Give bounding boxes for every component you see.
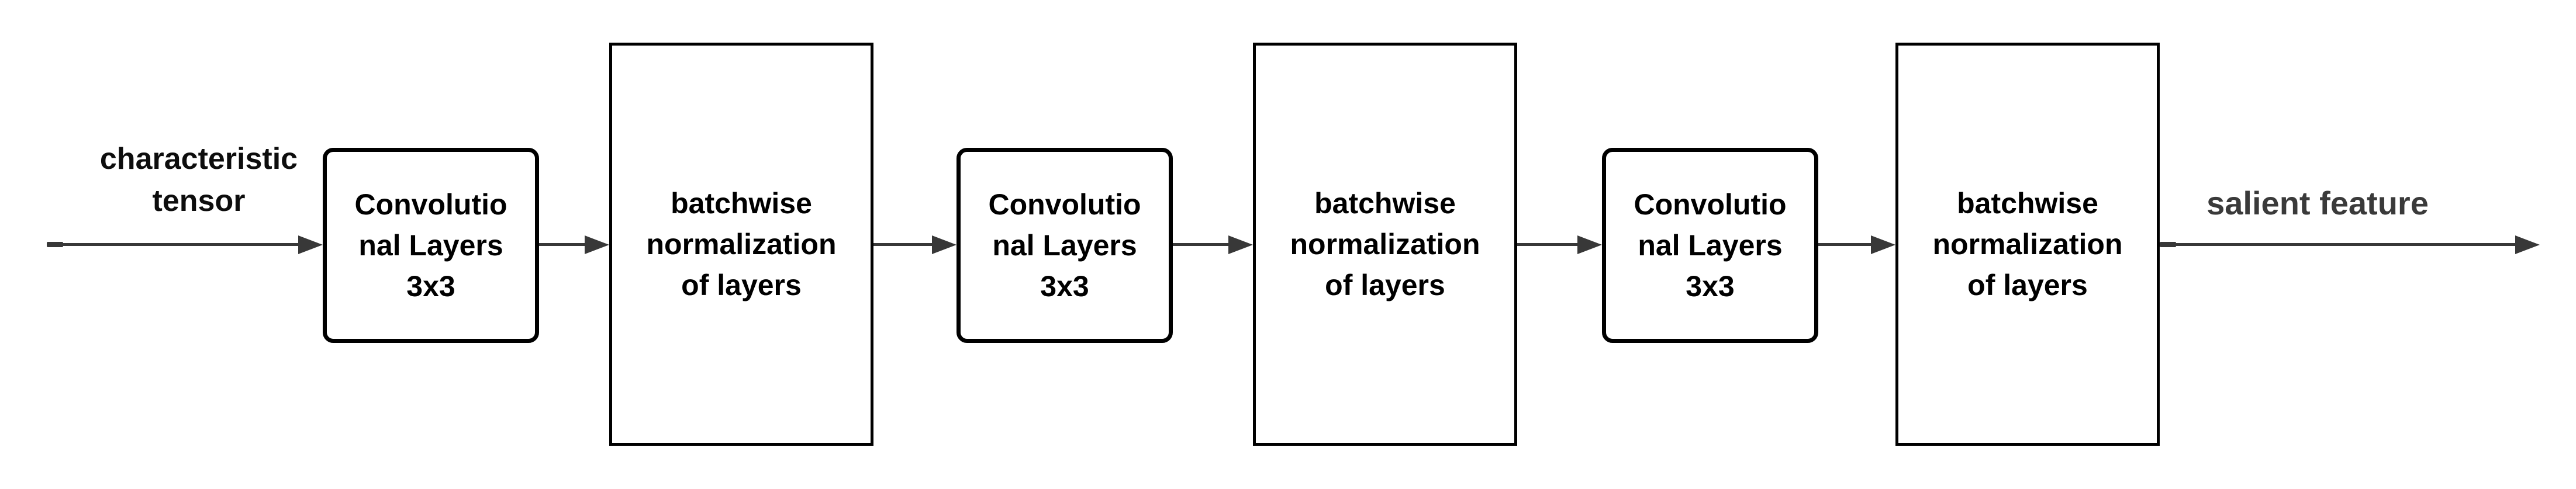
arrow-shaft [47,243,302,246]
arrow-shaft [2160,243,2519,246]
arrowhead-icon [932,235,956,254]
arrow-shaft [1818,243,1874,246]
input-label: characteristic tensor [99,142,298,218]
arrow-shaft [1173,243,1232,246]
connector-arrow-1 [539,235,609,254]
connector-arrow-4 [1517,235,1602,254]
node-label: batchwise normalization of layers [1932,187,2123,301]
arrowhead-icon [298,235,323,254]
arrowhead-icon [585,235,609,254]
connector-arrow-3 [1173,235,1253,254]
arrow-shaft [1517,243,1581,246]
arrow-shaft [873,243,935,246]
node-convolution-2: Convolutio nal Layers 3x3 [956,148,1173,343]
node-batchnorm-2: batchwise normalization of layers [1253,43,1517,446]
connector-arrow-5 [1818,235,1895,254]
node-convolution-3: Convolutio nal Layers 3x3 [1602,148,1818,343]
node-label: Convolutio nal Layers 3x3 [988,188,1141,303]
node-label: batchwise normalization of layers [646,187,837,301]
arrowhead-icon [1871,235,1895,254]
arrow-shaft [539,243,588,246]
connector-arrow-2 [873,235,956,254]
arrowhead-icon [2515,235,2540,254]
node-label: Convolutio nal Layers 3x3 [354,188,507,303]
node-batchnorm-3: batchwise normalization of layers [1895,43,2160,446]
input-arrow [47,235,323,254]
output-label: salient feature [2206,185,2429,221]
arrowhead-icon [1228,235,1253,254]
node-batchnorm-1: batchwise normalization of layers [609,43,873,446]
node-label: batchwise normalization of layers [1290,187,1480,301]
output-arrow [2160,235,2540,254]
node-label: Convolutio nal Layers 3x3 [1634,188,1787,303]
arrowhead-icon [1577,235,1602,254]
node-convolution-1: Convolutio nal Layers 3x3 [323,148,539,343]
